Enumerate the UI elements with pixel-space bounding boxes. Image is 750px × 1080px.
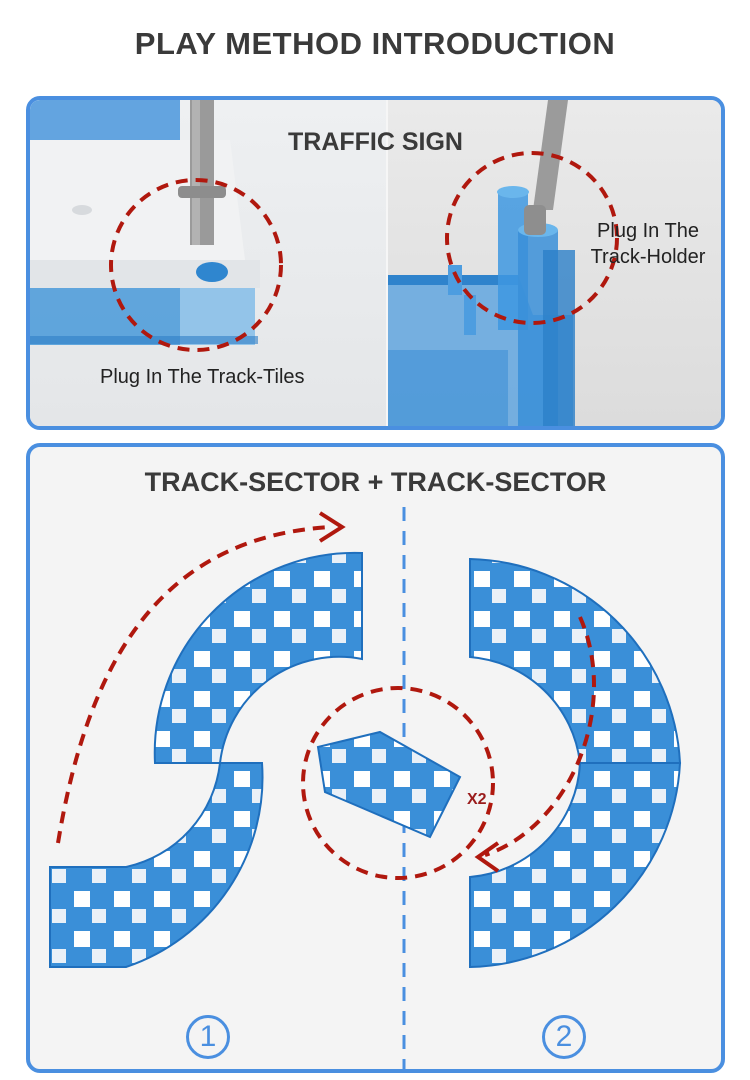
center-track-pieces	[316, 730, 462, 839]
track-holder-photo	[388, 100, 721, 426]
left-track-upper-curve	[153, 551, 363, 764]
right-track-upper-curve	[469, 557, 682, 764]
traffic-sign-title: TRAFFIC SIGN	[288, 128, 463, 156]
multiplier-label: X2	[467, 791, 487, 808]
track-holder-caption-line2: Track-Holder	[590, 246, 706, 268]
left-flow-arrow	[56, 525, 331, 844]
track-holder-illustration	[388, 100, 575, 426]
step-2-badge: 2	[542, 1015, 586, 1059]
track-tile-photo: Plug In The Track-Tiles	[30, 100, 386, 426]
right-flow-arrow	[484, 616, 596, 857]
left-track-lower-curve	[49, 762, 264, 968]
track-sector-panel: TRACK-SECTOR + TRACK-SECTOR X2 1	[26, 443, 725, 1073]
dashed-highlight-circles	[109, 151, 619, 352]
track-tiles-caption: Plug In The Track-Tiles	[100, 366, 305, 388]
right-track-lower-curve	[469, 762, 682, 969]
track-sector-illustration	[49, 507, 682, 1069]
page-title: PLAY METHOD INTRODUCTION	[134, 26, 616, 61]
step-1-badge: 1	[186, 1015, 230, 1059]
track-holder-caption-line1: Plug In The	[597, 220, 699, 242]
track-holder-caption: Plug In The Track-Holder	[578, 218, 718, 270]
track-tile-illustration	[30, 100, 260, 345]
track-sector-title: TRACK-SECTOR + TRACK-SECTOR	[144, 467, 607, 497]
traffic-sign-panel: Plug In The Track-Tiles TRAFFIC SIGN Plu…	[26, 96, 725, 430]
